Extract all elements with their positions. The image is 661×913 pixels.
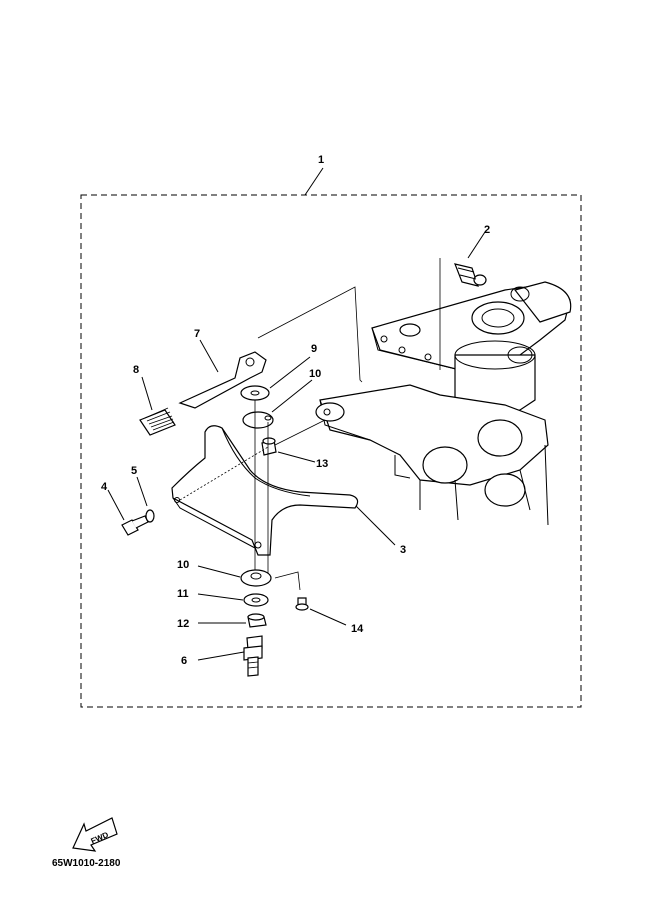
callout-8: 8 [133, 364, 139, 376]
washer-11 [243, 593, 269, 607]
swivel-bracket-housing [315, 281, 572, 526]
washer-9 [240, 385, 270, 401]
callout-13: 13 [316, 458, 328, 470]
part-code: 65W1010-2180 [52, 858, 121, 869]
grease-nipple [454, 263, 487, 287]
callout-7: 7 [194, 328, 200, 340]
tilt-lever [178, 351, 267, 409]
callout-6: 6 [181, 655, 187, 667]
washer-10-upper [242, 411, 274, 429]
washer-10-lower [240, 569, 272, 587]
callout-3: 3 [400, 544, 406, 556]
collar-13 [261, 437, 277, 456]
lever-grip [139, 407, 176, 436]
callout-5: 5 [131, 465, 137, 477]
callout-1: 1 [318, 154, 324, 166]
callout-11: 11 [177, 588, 189, 600]
callout-10-lower: 10 [177, 559, 189, 571]
screw-14 [295, 597, 309, 611]
callout-12: 12 [177, 618, 189, 630]
callout-10-upper: 10 [309, 368, 321, 380]
assembly-boundary [80, 194, 582, 708]
nut-12 [247, 613, 267, 628]
stud-bolt-6 [243, 635, 263, 677]
fwd-arrow-icon: FWD [72, 817, 118, 852]
callout-9: 9 [311, 343, 317, 355]
bolt-4 [121, 515, 149, 536]
callout-4: 4 [101, 481, 108, 493]
callout-14: 14 [351, 623, 364, 635]
spring-washer-5 [145, 509, 155, 523]
callout-2: 2 [484, 224, 490, 236]
